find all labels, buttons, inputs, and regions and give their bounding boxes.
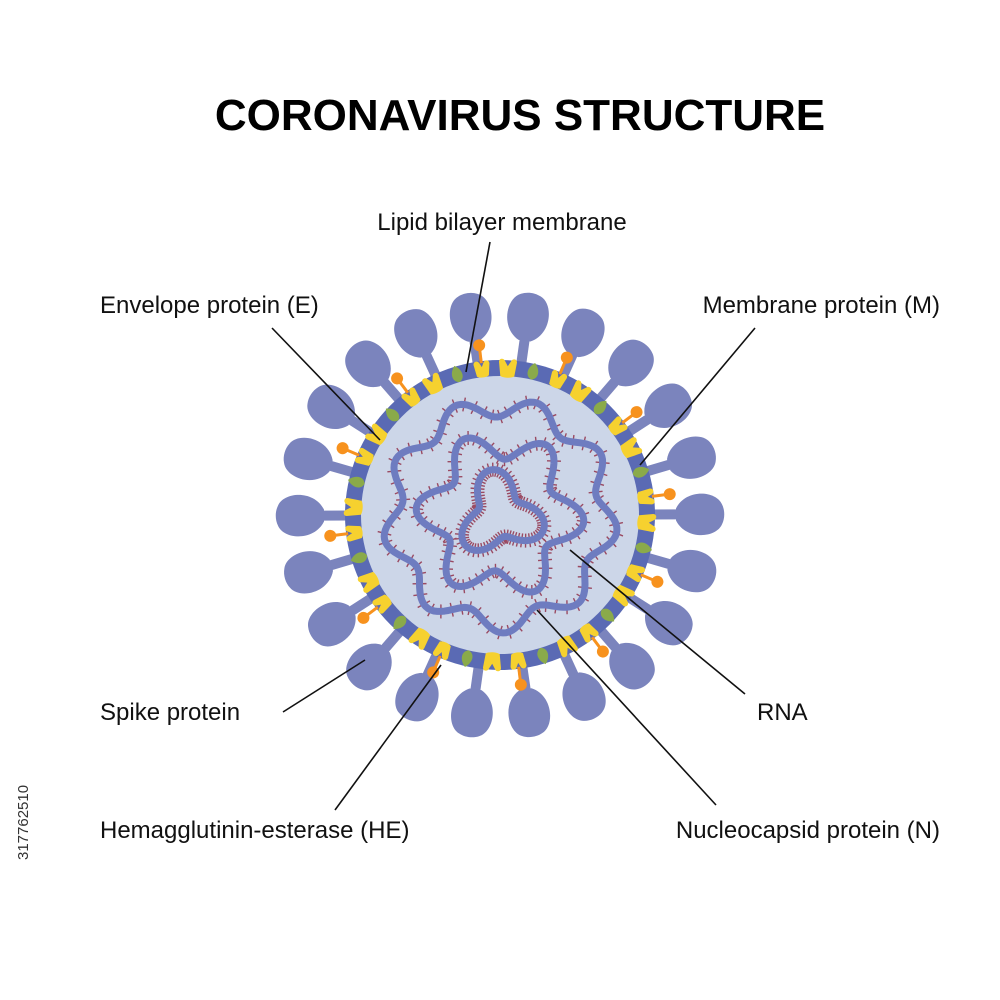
spike-protein [276,495,352,537]
label-rna: RNA [757,699,808,726]
stock-image-id: 317762510 [15,785,32,860]
label-spike-protein: Spike protein [100,699,240,726]
spike-protein [648,494,724,536]
leader-nucleocapsid-protein [537,610,716,805]
diagram-title: CORONAVIRUS STRUCTURE [215,91,825,140]
label-envelope-protein: Envelope protein (E) [100,292,319,319]
label-lipid-bilayer: Lipid bilayer membrane [377,209,626,236]
spike-protein [501,658,553,739]
label-nucleocapsid-protein: Nucleocapsid protein (N) [676,817,940,844]
label-hemagglutinin-esterase: Hemagglutinin-esterase (HE) [100,817,409,844]
leader-hemagglutinin-esterase [335,665,441,810]
leader-spike-protein [283,660,365,712]
spike-protein [500,290,552,371]
spike-protein [448,659,500,740]
virion-illustration [276,290,725,740]
label-membrane-protein: Membrane protein (M) [703,292,940,319]
